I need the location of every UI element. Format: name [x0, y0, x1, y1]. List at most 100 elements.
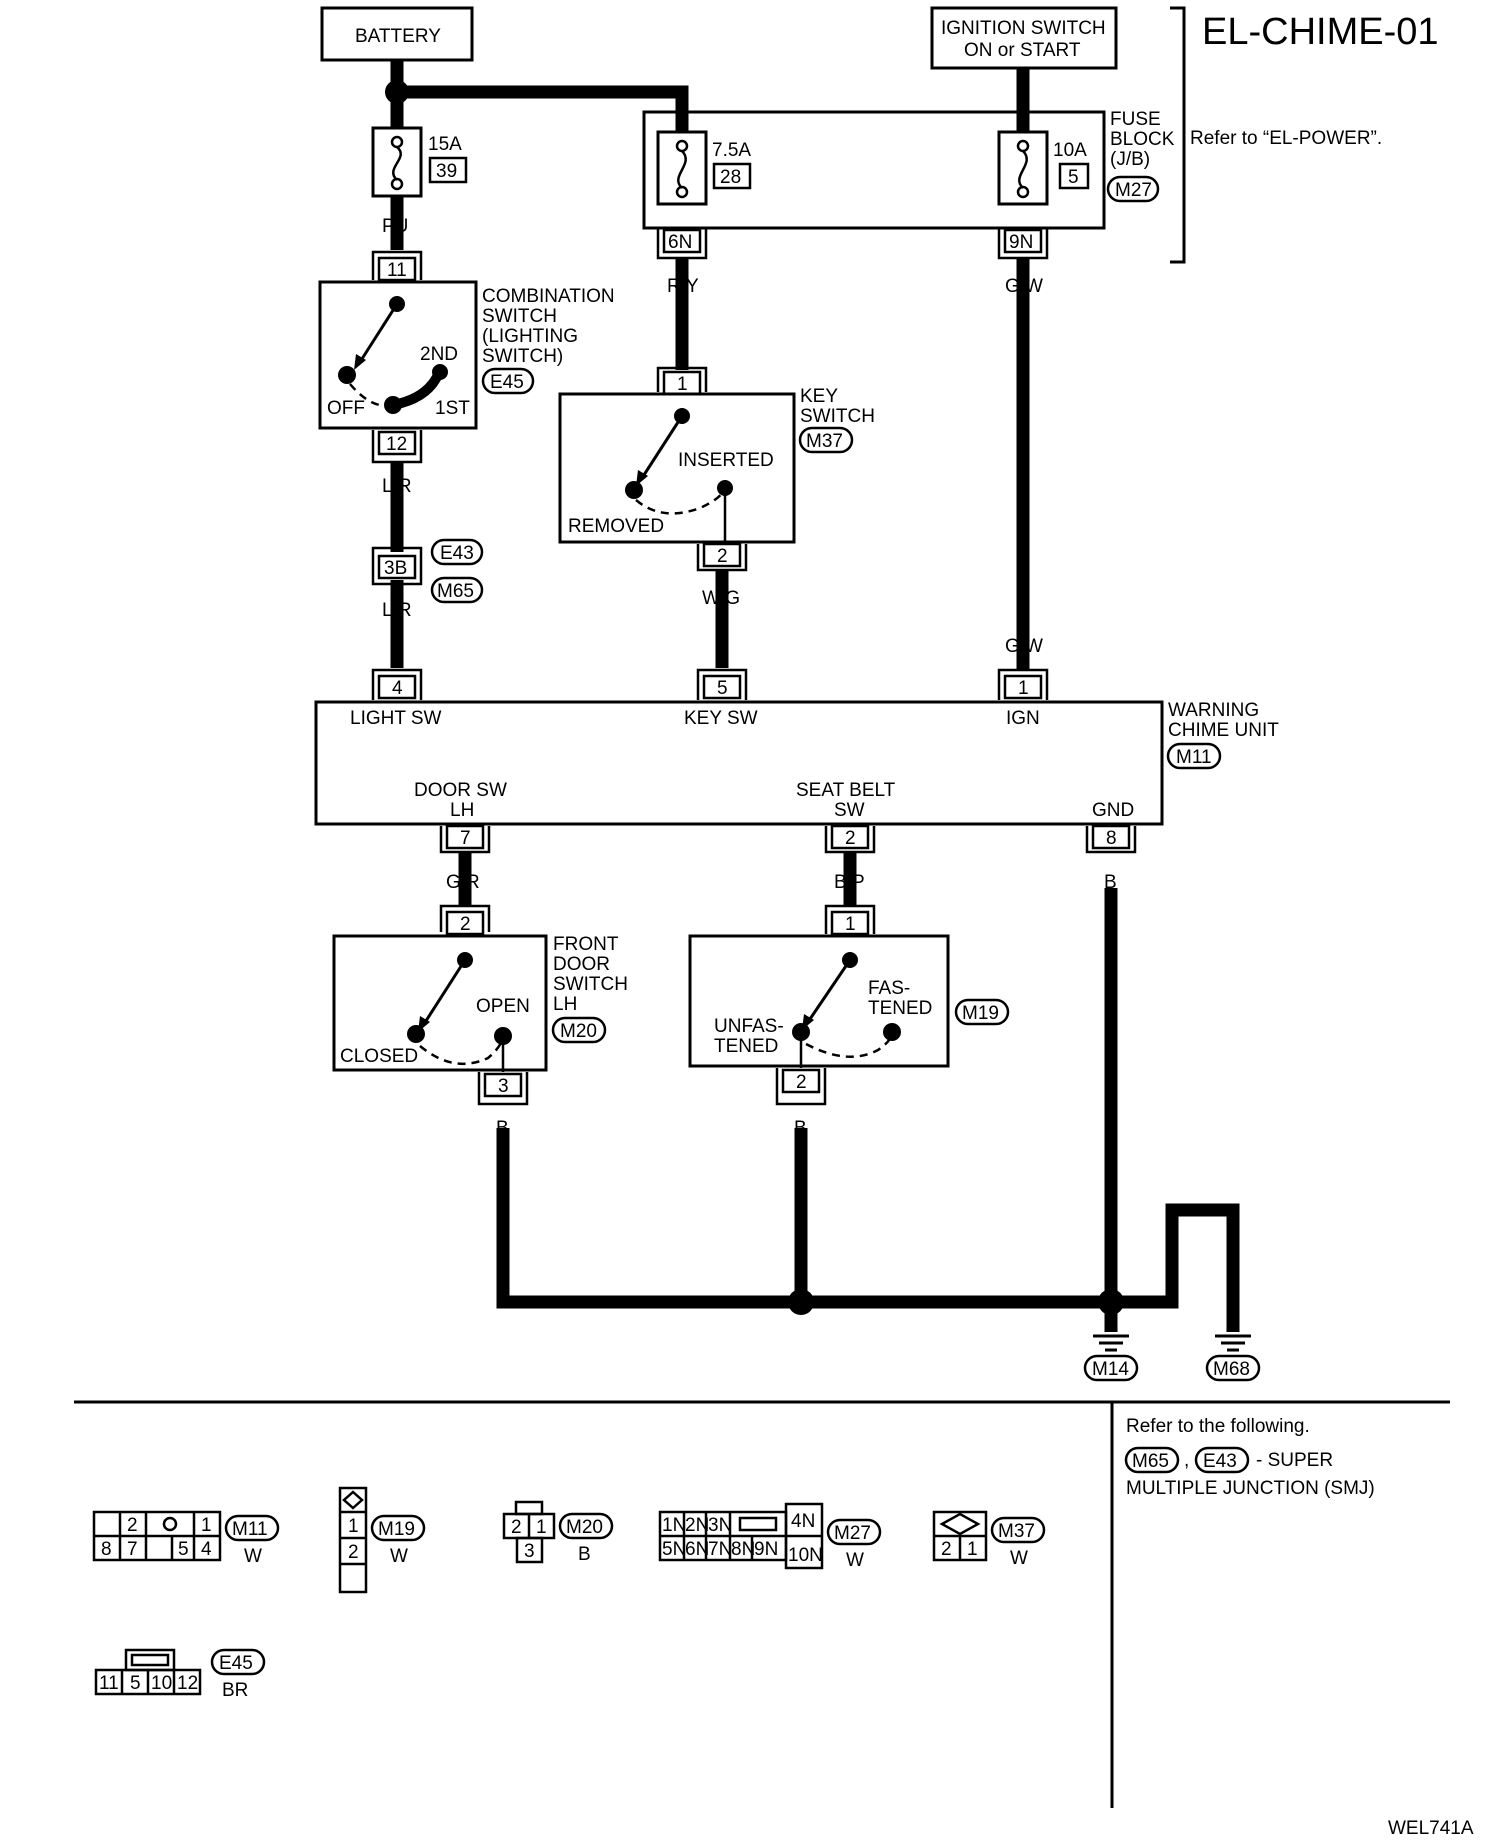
smj-3b-label: 3B	[384, 558, 407, 579]
unit-seat-2: SW	[834, 800, 865, 821]
fuse-28-amps: 7.5A	[712, 140, 751, 161]
comb-connector: E45	[490, 372, 524, 393]
door-in-label: 2	[460, 914, 471, 935]
m20-pin-2: 2	[511, 1517, 522, 1538]
seat-unfas-2: TENED	[714, 1036, 778, 1057]
terminal-9n: 9N	[997, 228, 1049, 260]
seat-fas-1: FAS-	[868, 978, 910, 999]
wire-color-bp: B/P	[834, 872, 865, 893]
m27-pin-7n: 7N	[708, 1539, 732, 1560]
door-name-3: SWITCH	[553, 974, 628, 995]
wire-color-b-door: B	[496, 1118, 509, 1139]
seat-in-label: 1	[845, 914, 856, 935]
diagram-title: EL-CHIME-01	[1202, 11, 1439, 53]
door-connector: M20	[560, 1021, 597, 1042]
door-pos-closed: CLOSED	[340, 1046, 418, 1067]
ground-m14: M14	[1083, 1334, 1139, 1382]
warning-chime-unit: 4 5 1 LIGHT SW KEY SW IGN DOOR SW LH SEA…	[314, 668, 1279, 854]
fuse-block-label-1: FUSE	[1110, 109, 1161, 130]
wire-color-b-seat: B	[794, 1118, 807, 1139]
comb-name-3: (LIGHTING	[482, 326, 578, 347]
wire-color-wg: W/G	[702, 588, 740, 609]
wire-color-gr: G/R	[446, 872, 480, 893]
wire-color-lr-bottom: L/R	[382, 600, 412, 621]
refer-note-conn-a: M65	[1132, 1451, 1169, 1472]
wire-color-gw-top: G/W	[1005, 276, 1043, 297]
wire-color-b-m68b: B	[1226, 1252, 1239, 1273]
ground-m68-label: M68	[1213, 1359, 1250, 1380]
door-out-label: 3	[498, 1076, 509, 1097]
smj-m65: M65	[437, 581, 474, 602]
seat-in-terminal: 1	[824, 904, 876, 936]
m27-pin-2n: 2N	[685, 1515, 709, 1536]
refer-note-line1: Refer to the following.	[1126, 1416, 1310, 1437]
key-connector: M37	[806, 431, 843, 452]
comb-name-4: SWITCH)	[482, 346, 563, 367]
unit-terminal-4-label: 4	[392, 678, 403, 699]
unit-ign: IGN	[1006, 708, 1040, 729]
m37-color: W	[1010, 1548, 1028, 1569]
comb-in-terminal: 11	[371, 250, 423, 282]
e45-pin-10: 10	[151, 1673, 172, 1694]
refer-note-line3: MULTIPLE JUNCTION (SMJ)	[1126, 1478, 1375, 1499]
wires	[390, 60, 1240, 1332]
fuse-block-connector: M27	[1115, 180, 1152, 201]
fuse-39: 15A 39	[371, 126, 468, 198]
key-switch: 1 INSERTED REMOVED 2 KEY SWITCH M37	[558, 366, 875, 572]
comb-pos-1st: 1ST	[435, 398, 470, 419]
e45-pin-12: 12	[177, 1673, 198, 1694]
unit-light-sw: LIGHT SW	[350, 708, 442, 729]
combination-switch: 11 2ND OFF 1ST 12 COMBINATION SWITCH (LI…	[318, 250, 615, 464]
fuse-5-amps: 10A	[1053, 140, 1087, 161]
unit-name-2: CHIME UNIT	[1168, 720, 1279, 741]
connector-view-m27: 1N 2N 3N 5N 6N 7N 8N 9N 4N 10N M27 W	[658, 1502, 882, 1571]
wire-color-b-m68a: B	[1166, 1252, 1179, 1273]
m20-pin-1: 1	[536, 1517, 547, 1538]
key-pos-inserted: INSERTED	[678, 450, 774, 471]
connector-view-m11: 2 1 8 7 5 4 M11 W	[92, 1510, 280, 1567]
unit-door-2: LH	[450, 800, 474, 821]
ignition-switch-source: IGNITION SWITCH ON or START	[930, 6, 1118, 70]
unit-key-sw: KEY SW	[684, 708, 758, 729]
seat-out-label: 2	[796, 1072, 807, 1093]
m27-pin-3n: 3N	[708, 1515, 732, 1536]
seat-out-terminal: 2	[775, 1068, 827, 1106]
door-name-2: DOOR	[553, 954, 610, 975]
battery-label: BATTERY	[355, 26, 441, 47]
seat-unfas-1: UNFAS-	[714, 1016, 784, 1037]
refer-note-sep: ,	[1184, 1450, 1189, 1471]
e45-id: E45	[219, 1653, 253, 1674]
ignition-label-2: ON or START	[964, 40, 1081, 61]
comb-out-label: 12	[386, 434, 407, 455]
unit-terminal-5-label: 5	[717, 678, 728, 699]
comb-out-terminal: 12	[371, 430, 423, 464]
fuse-39-amps: 15A	[428, 134, 462, 155]
connector-view-m37: 2 1 M37 W	[932, 1510, 1046, 1569]
fuse-28: 7.5A 28	[656, 130, 751, 206]
battery-source: BATTERY	[320, 6, 474, 62]
unit-gnd: GND	[1092, 800, 1134, 821]
door-pos-open: OPEN	[476, 996, 530, 1017]
key-name-1: KEY	[800, 386, 838, 407]
wire-color-ry: R/Y	[667, 276, 699, 297]
refer-note-conn-b: E43	[1203, 1451, 1237, 1472]
m11-id: M11	[232, 1519, 268, 1540]
wire-color-b-unit: B	[1104, 872, 1117, 893]
wire-color-lr-top: L/R	[382, 476, 412, 497]
unit-connector: M11	[1176, 747, 1212, 768]
unit-terminal-8-label: 8	[1106, 828, 1117, 849]
key-in-terminal: 1	[656, 366, 708, 396]
m11-pin-8: 8	[101, 1539, 112, 1560]
wire-color-gw-bottom: G/W	[1005, 636, 1043, 657]
fuse-block-refer: Refer to “EL-POWER”.	[1190, 128, 1382, 149]
m11-color: W	[244, 1546, 262, 1567]
door-name-1: FRONT	[553, 934, 619, 955]
m11-pin-4: 4	[201, 1539, 212, 1560]
smj-3b: 3B E43 M65	[371, 538, 484, 604]
wire-color-b-m14: B	[1104, 1252, 1117, 1273]
m11-pin-7: 7	[127, 1539, 138, 1560]
smj-e43: E43	[440, 543, 474, 564]
m19-pin-2: 2	[348, 1542, 359, 1563]
unit-terminal-1-label: 1	[1018, 678, 1029, 699]
